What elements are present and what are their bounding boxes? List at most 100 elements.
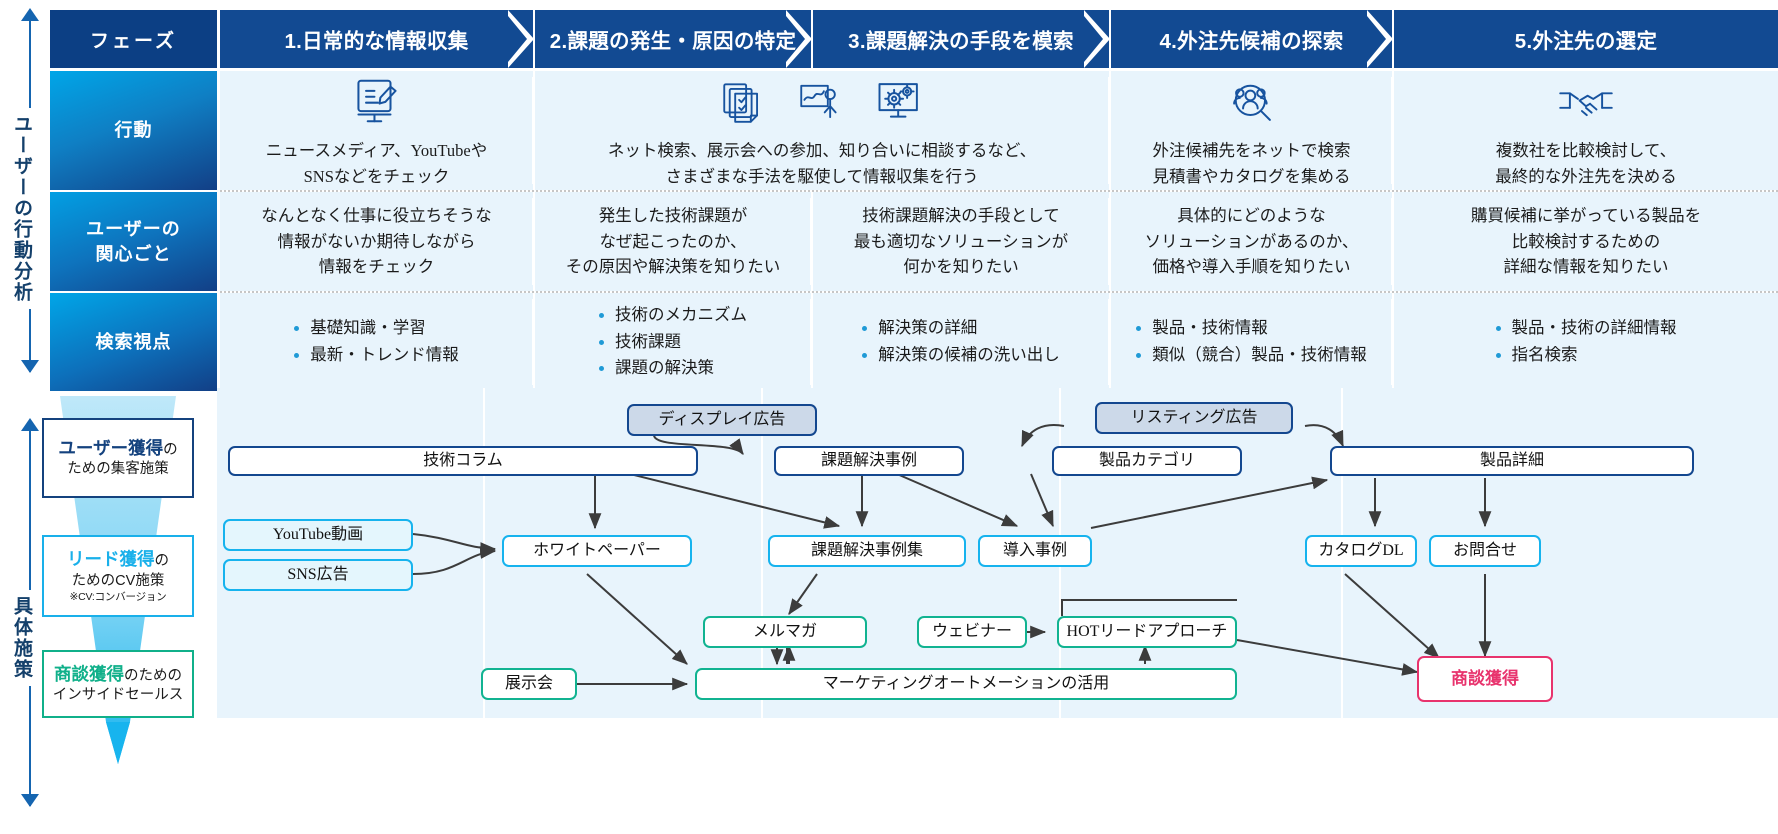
presentation-person-icon: [800, 84, 837, 118]
flow-node-exhibition[interactable]: 展示会: [481, 668, 577, 700]
bullet-list-search-5: 製品・技術の詳細情報 指名検索: [1495, 315, 1677, 369]
flow-node-contact-label: お問合せ: [1452, 542, 1517, 560]
flow-node-contact[interactable]: お問合せ: [1429, 535, 1541, 567]
funnel-box-2-rest: の: [154, 552, 170, 569]
flow-node-case-book[interactable]: 課題解決事例集: [768, 535, 966, 567]
measures-flow-panel: ディスプレイ広告 リスティング広告 技術コラム 課題解決事例 製品カテゴリ 製品…: [217, 388, 1778, 718]
flow-node-webinar[interactable]: ウェビナー: [917, 616, 1027, 648]
flow-node-display-ad-label: ディスプレイ広告: [658, 411, 786, 429]
monitor-gears-icon: [878, 83, 918, 118]
row-divider-2: [220, 291, 1778, 293]
list-item: 解決策の詳細: [862, 315, 1060, 342]
phase-matrix: フェーズ 1.日常的な情報収集 2.課題の発生・原因の特定 3.課題解決の手段を…: [50, 10, 1778, 391]
flow-node-listing-ad-label: リスティング広告: [1130, 409, 1258, 427]
list-item: 技術のメカニズム: [599, 302, 747, 329]
flow-node-deal-acquisition[interactable]: 商談獲得: [1417, 656, 1553, 702]
cell-interest-3: 技術課題解決の手段として 最も適切なソリューションが 何かを知りたい: [813, 192, 1109, 291]
flow-node-tech-column[interactable]: 技術コラム: [228, 446, 698, 476]
flow-node-deal-acquisition-label: 商談獲得: [1451, 668, 1519, 688]
cell-interest-2-text: 発生した技術課題が なぜ起こったのか、 その原因や解決策を知りたい: [565, 206, 781, 277]
flow-node-whitepaper[interactable]: ホワイトペーパー: [502, 535, 692, 567]
flow-node-sns-ad[interactable]: SNS広告: [223, 559, 413, 591]
funnel-box-2-note: ※CV:コンバージョン: [69, 590, 167, 603]
flow-node-product-detail-label: 製品詳細: [1479, 452, 1544, 470]
matrix-body: 行動 ユーザーの 関心ごと 検索視点 ニュースメディア、YouTub: [50, 71, 1778, 391]
cell-search-1: 基礎知識・学習 最新・トレンド情報: [220, 293, 533, 391]
funnel-box-3-rest: のための: [124, 667, 182, 684]
flow-node-marketing-automation[interactable]: マーケティングオートメーションの活用: [695, 668, 1237, 700]
funnel-box-3-title: 商談獲得のための: [54, 663, 182, 687]
list-item: 課題の解決策: [599, 355, 747, 382]
funnel-box-1-strong: ユーザー獲得: [58, 437, 164, 458]
row-label-search-text: 検索視点: [95, 331, 172, 352]
flow-node-display-ad[interactable]: ディスプレイ広告: [627, 404, 817, 436]
cell-behavior-4: 外注候補先をネットで検索 見積書やカタログを集める: [1111, 71, 1392, 190]
people-search-icon: [1232, 84, 1271, 121]
phase-header-3-label: 3.課題解決の手段を模索: [848, 30, 1074, 53]
list-item: 基礎知識・学習: [294, 315, 459, 342]
upper-axis-label: ユーザーの行動分析: [11, 108, 32, 309]
cell-behavior-5-text: 複数社を比較検討して、 最終的な外注先を決める: [1495, 140, 1677, 186]
cell-interest-5: 購買候補に挙がっている製品を 比較検討するための 詳細な情報を知りたい: [1394, 192, 1778, 291]
handshake-icon: [1559, 92, 1613, 116]
flow-node-case-example[interactable]: 課題解決事例: [774, 446, 964, 476]
cell-interest-4-text: 具体的にどのような ソリューションがあるのか、 価格や導入手順を知りたい: [1144, 206, 1359, 277]
flow-node-catalog-dl[interactable]: カタログDL: [1305, 535, 1417, 567]
flow-node-listing-ad[interactable]: リスティング広告: [1095, 402, 1293, 434]
cell-behavior-4-text: 外注候補先をネットで検索 見積書やカタログを集める: [1152, 140, 1351, 186]
funnel-box-lead-acquisition[interactable]: リード獲得の ためのCV施策 ※CV:コンバージョン: [42, 535, 194, 617]
flow-node-marketing-automation-label: マーケティングオートメーションの活用: [822, 675, 1110, 693]
flow-node-intro-case[interactable]: 導入事例: [978, 535, 1092, 567]
header-row-label: フェーズ: [50, 10, 217, 68]
lower-axis-label: 具体施策: [11, 590, 32, 686]
cell-search-4: 製品・技術情報 類似（競合）製品・技術情報: [1111, 293, 1392, 391]
flow-node-webinar-label: ウェビナー: [931, 623, 1012, 641]
phase-header-4[interactable]: 4.外注先候補の探索: [1111, 10, 1393, 68]
funnel-box-1-rest: の: [163, 441, 178, 458]
list-item: 解決策の候補の洗い出し: [862, 342, 1060, 369]
phase-header-1-label: 1.日常的な情報収集: [284, 30, 469, 53]
phase-header-3[interactable]: 3.課題解決の手段を模索: [813, 10, 1110, 68]
row-label-interests: ユーザーの 関心ごと: [50, 192, 217, 291]
bullet-list-search-2: 技術のメカニズム 技術課題 課題の解決策: [599, 302, 747, 382]
cell-behavior-1: ニュースメディア、YouTubeや SNSなどをチェック: [220, 71, 533, 190]
funnel-box-2-strong: リード獲得: [67, 548, 155, 569]
flow-node-youtube[interactable]: YouTube動画: [223, 519, 413, 551]
chevron-right-icon: [508, 10, 534, 68]
flow-node-product-category-label: 製品カテゴリ: [1098, 452, 1195, 470]
flow-node-product-detail[interactable]: 製品詳細: [1330, 446, 1694, 476]
flow-node-mailmag[interactable]: メルマガ: [703, 616, 867, 648]
funnel-labels: ユーザー獲得の ための集客施策 リード獲得の ためのCV施策 ※CV:コンバージ…: [42, 392, 194, 832]
bullet-list-search-3: 解決策の詳細 解決策の候補の洗い出し: [862, 315, 1060, 368]
phase-header-1[interactable]: 1.日常的な情報収集: [220, 10, 534, 68]
funnel-box-2-sub: ためのCV施策: [71, 572, 165, 589]
row-label-search: 検索視点: [50, 293, 217, 391]
funnel-box-deal-acquisition[interactable]: 商談獲得のための インサイドセールス: [42, 650, 194, 718]
icon-group-behavior-2: [718, 72, 926, 128]
bullet-list-search-1: 基礎知識・学習 最新・トレンド情報: [294, 315, 459, 368]
cell-interest-2: 発生した技術課題が なぜ起こったのか、 その原因や解決策を知りたい: [535, 192, 811, 291]
cell-behavior-5: 複数社を比較検討して、 最終的な外注先を決める: [1394, 71, 1778, 190]
list-item: 指名検索: [1495, 342, 1677, 369]
phase-header-5[interactable]: 5.外注先の選定: [1394, 10, 1778, 68]
list-item: 技術課題: [599, 329, 747, 356]
cell-behavior-2: ネット検索、展示会への参加、知り合いに相談するなど、 さまざまな手法を駆使して情…: [535, 71, 1109, 190]
phase-header-2[interactable]: 2.課題の発生・原因の特定: [535, 10, 812, 68]
cell-interest-5-text: 購買候補に挙がっている製品を 比較検討するための 詳細な情報を知りたい: [1470, 206, 1702, 277]
matrix-header-row: フェーズ 1.日常的な情報収集 2.課題の発生・原因の特定 3.課題解決の手段を…: [50, 10, 1778, 68]
funnel-box-user-acquisition[interactable]: ユーザー獲得の ための集客施策: [42, 418, 194, 498]
phase-header-5-label: 5.外注先の選定: [1514, 30, 1658, 53]
flow-node-hot-lead-label: HOTリードアプローチ: [1066, 623, 1228, 641]
flow-column-divider-2: [761, 388, 763, 718]
flow-node-intro-case-label: 導入事例: [1002, 542, 1067, 560]
flow-node-product-category[interactable]: 製品カテゴリ: [1052, 446, 1242, 476]
icon-group-behavior-4: [1225, 72, 1279, 128]
funnel-box-2-title: リード獲得の: [67, 548, 169, 572]
flow-node-whitepaper-label: ホワイトペーパー: [533, 542, 661, 560]
cell-interest-3-text: 技術課題解決の手段として 最も適切なソリューションが 何かを知りたい: [853, 206, 1069, 277]
flow-node-hot-lead[interactable]: HOTリードアプローチ: [1057, 616, 1237, 648]
documents-checklist-icon: [723, 83, 758, 123]
flow-node-case-example-label: 課題解決事例: [820, 452, 917, 470]
chevron-right-icon: [1367, 10, 1393, 68]
bullet-list-search-4: 製品・技術情報 類似（競合）製品・技術情報: [1136, 315, 1367, 368]
